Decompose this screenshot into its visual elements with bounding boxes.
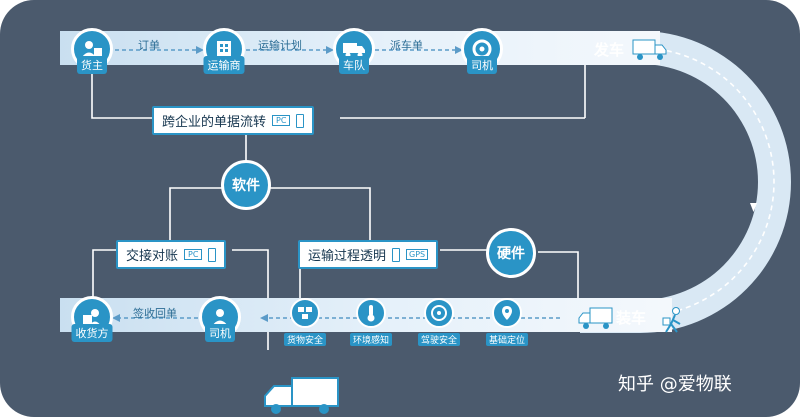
cross-enterprise-label: 跨企业的单据流转 bbox=[162, 115, 267, 130]
edge-order-label: 订单 bbox=[138, 39, 160, 52]
pc-icon-2: PC bbox=[184, 249, 203, 260]
fleet-label: 车队 bbox=[339, 56, 369, 74]
driving-label: 驾驶安全 bbox=[417, 333, 460, 346]
cargo-label: 货物安全 bbox=[283, 333, 326, 346]
sensor-driving: 驾驶安全 bbox=[404, 298, 474, 347]
edge-plan-label: 运输计划 bbox=[258, 39, 302, 52]
sensor-environment: 环境感知 bbox=[336, 298, 406, 347]
driver-top-label: 司机 bbox=[467, 56, 497, 74]
handover-box: 交接对账 PC bbox=[116, 240, 227, 269]
load-truck-icon bbox=[578, 307, 613, 329]
node-fleet: 车队 bbox=[330, 28, 378, 74]
software-hub: 软件 bbox=[221, 160, 271, 210]
shipper-label: 货主 bbox=[77, 56, 107, 74]
edge-sign-label: 签收回单 bbox=[133, 307, 177, 320]
receiver-label: 收货方 bbox=[71, 324, 113, 342]
thermometer-icon bbox=[356, 298, 386, 328]
sensor-cargo: 货物安全 bbox=[270, 298, 340, 347]
transparency-box: 运输过程透明 GPS bbox=[298, 240, 439, 269]
positioning-label: 基础定位 bbox=[485, 333, 528, 346]
environment-label: 环境感知 bbox=[349, 333, 392, 346]
handover-label: 交接对账 bbox=[126, 249, 179, 264]
edge-dispatch-label: 派车单 bbox=[390, 39, 423, 52]
stage-load: 装车 bbox=[616, 309, 647, 327]
steering-wheel-icon bbox=[424, 298, 454, 328]
watermark: 知乎 @爱物联 bbox=[618, 374, 732, 395]
cargo-icon bbox=[290, 298, 320, 328]
node-shipper: 货主 bbox=[68, 28, 116, 74]
phone-icon-3 bbox=[392, 247, 401, 262]
delivery-truck-icon bbox=[264, 377, 339, 414]
phone-icon-2 bbox=[208, 247, 217, 262]
depart-truck-icon bbox=[632, 39, 667, 60]
node-receiver: 收货方 bbox=[68, 296, 116, 342]
worker-icon bbox=[662, 307, 681, 333]
phone-icon bbox=[296, 113, 305, 128]
cross-enterprise-box: 跨企业的单据流转 PC bbox=[152, 106, 315, 135]
pc-icon: PC bbox=[272, 115, 291, 126]
node-driver-top: 司机 bbox=[458, 28, 506, 74]
node-driver-bottom: 司机 bbox=[196, 296, 244, 342]
stage-depart: 发车 bbox=[594, 41, 625, 59]
carrier-label: 运输商 bbox=[203, 56, 245, 74]
location-pin-icon bbox=[492, 298, 522, 328]
node-carrier: 运输商 bbox=[200, 28, 248, 74]
gps-icon: GPS bbox=[406, 249, 429, 260]
driver-bottom-label: 司机 bbox=[205, 324, 235, 342]
sensor-positioning: 基础定位 bbox=[472, 298, 542, 347]
hardware-hub: 硬件 bbox=[486, 228, 536, 278]
transparency-label: 运输过程透明 bbox=[308, 249, 387, 264]
